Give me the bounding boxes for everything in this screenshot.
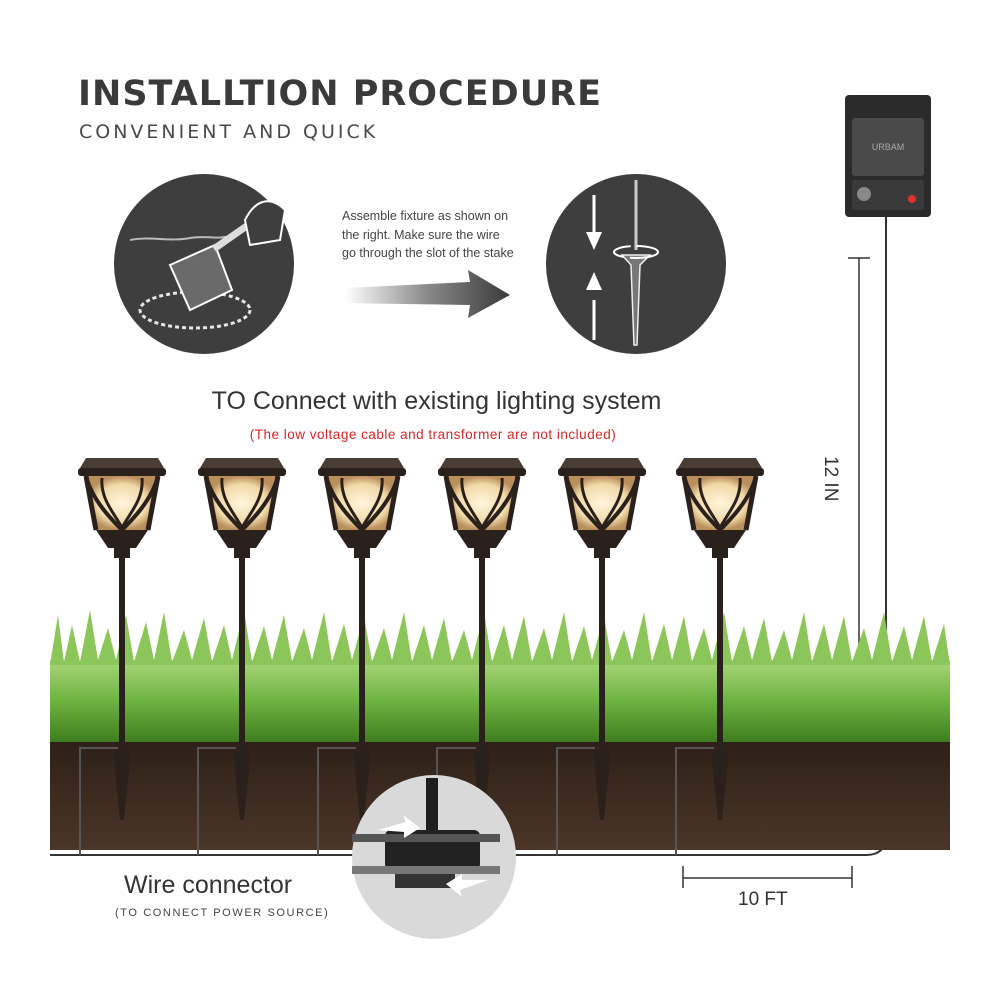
distance-dimension [682,866,853,888]
wire-connector-label: Wire connector [124,871,293,899]
page-subtitle: CONVENIENT AND QUICK [79,121,379,143]
shovel-icon [168,200,287,312]
assembly-instructions: Assemble fixture as shown on the right. … [342,209,514,260]
stake-assembly-icon [586,180,659,346]
page-title: INSTALLTION PROCEDURE [78,74,602,114]
svg-text:URBAM: URBAM [872,142,905,152]
not-included-note: (The low voltage cable and transformer a… [249,427,617,442]
ground-cable [79,747,714,855]
grass [50,610,950,742]
step-dig-illustration [114,174,294,354]
arrow-right-icon [345,270,510,318]
distance-label: 10 FT [738,889,788,910]
height-label: 12 IN [820,456,841,502]
wire-connector-icon [352,775,516,939]
transformer-icon: URBAM [845,95,931,217]
wire-connector-sublabel: (TO CONNECT POWER SOURCE) [115,907,330,919]
step-assemble-illustration [546,174,726,354]
connect-heading: TO Connect with existing lighting system [211,387,662,415]
